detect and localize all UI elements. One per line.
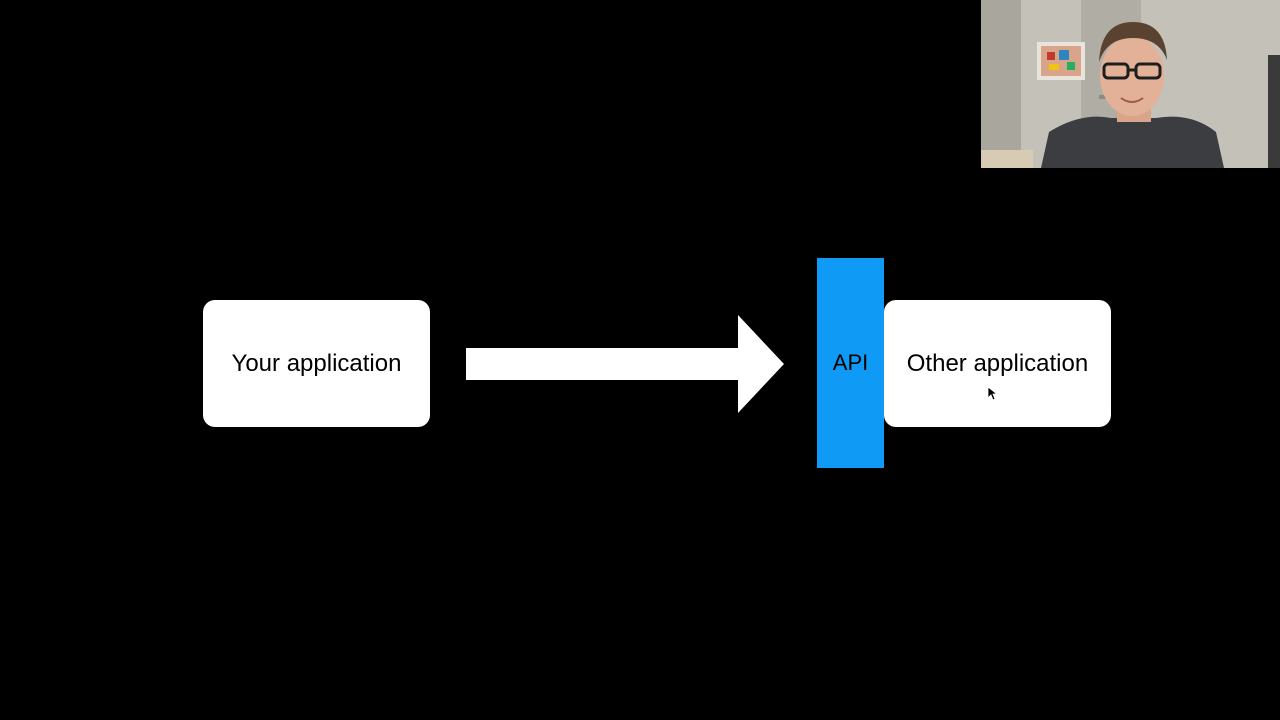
api-bar: API (817, 258, 884, 468)
other-application-box: Other application (884, 300, 1111, 427)
arrow-right-icon (466, 315, 784, 413)
presenter-webcam-feed (981, 0, 1280, 168)
your-application-label: Your application (231, 349, 402, 377)
other-application-label: Other application (906, 349, 1089, 377)
api-label: API (832, 350, 869, 375)
your-application-box: Your application (203, 300, 430, 427)
mouse-pointer-icon (988, 387, 998, 401)
webcam-image (981, 0, 1280, 168)
